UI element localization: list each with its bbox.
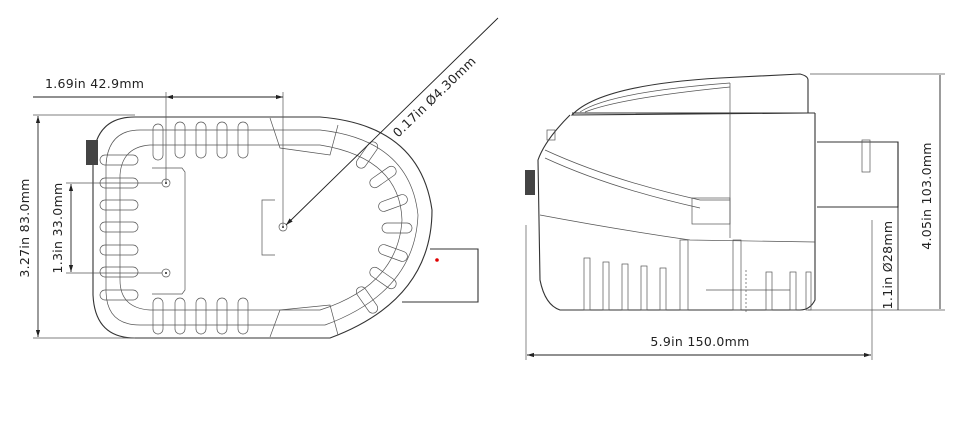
- outlet-tab: [402, 248, 479, 303]
- top-view: 1.69in 42.9mm 3.27in 83.0mm 1.3in 33.0mm…: [17, 17, 499, 339]
- outlet-dim-label: 1.1in Ø28mm: [880, 221, 895, 310]
- side-view: 5.9in 150.0mm 4.05in 103.0mm 1.1in Ø28mm: [525, 73, 945, 360]
- width-dim-label: 1.69in 42.9mm: [45, 76, 144, 91]
- hole-spacing-dim-label: 1.3in 33.0mm: [50, 182, 65, 273]
- switch-knob: [86, 140, 98, 165]
- height-dim-label: 3.27in 83.0mm: [17, 178, 32, 277]
- red-marker: [435, 258, 439, 262]
- side-view-body: [537, 113, 816, 311]
- length-dim-label: 5.9in 150.0mm: [650, 334, 749, 349]
- top-view-inner-rim: [105, 129, 419, 326]
- height-dim-label: 4.05in 103.0mm: [919, 142, 934, 250]
- top-slots: [99, 117, 413, 338]
- side-slots: [583, 239, 812, 313]
- side-view-cap: [570, 73, 809, 116]
- switch-knob: [525, 170, 535, 195]
- hole-dim-label: 0.17in Ø4.30mm: [390, 53, 479, 140]
- outlet-pipe: [817, 141, 899, 208]
